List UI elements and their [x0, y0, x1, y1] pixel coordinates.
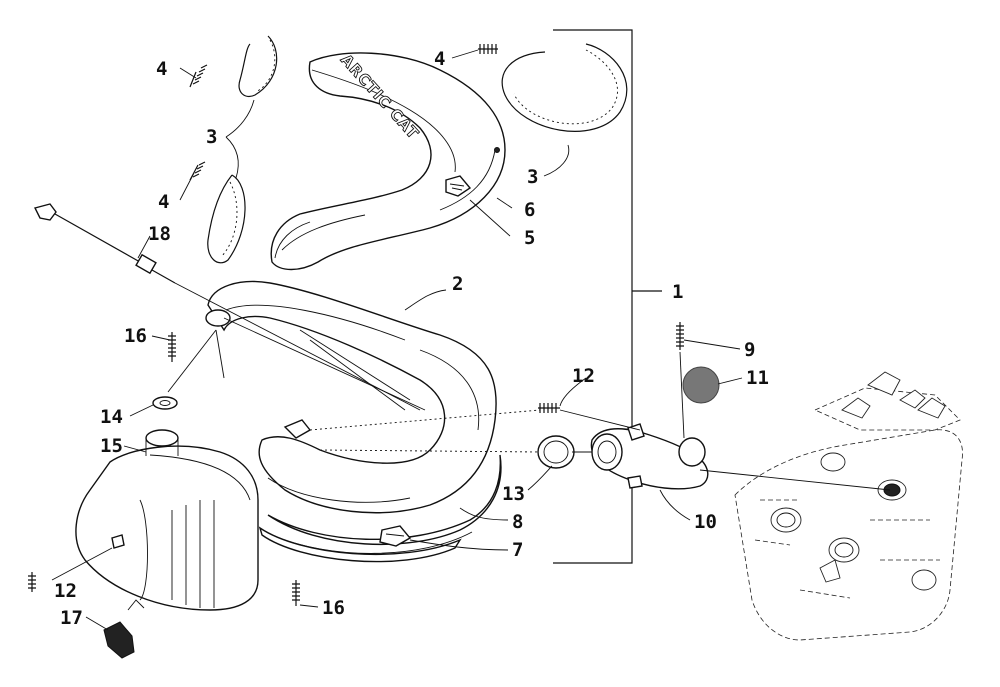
callout-1: 1 [672, 281, 683, 303]
expansion-chamber [205, 280, 502, 563]
callout-12-left: 12 [54, 580, 77, 602]
callout-4-top-right: 4 [434, 48, 445, 70]
drain-plug [103, 599, 145, 659]
callout-4-top-left: 4 [156, 58, 167, 80]
assembly-bracket [553, 29, 662, 564]
callout-3-right: 3 [527, 166, 538, 188]
spring-16-upper [168, 332, 176, 362]
callout-13: 13 [502, 483, 525, 505]
spring-12-left [28, 572, 36, 592]
callout-17: 17 [60, 607, 83, 629]
exhaust-manifold-10 [590, 423, 709, 490]
heat-shield: ARCTIC CAT [270, 50, 506, 271]
callout-3-left: 3 [206, 126, 217, 148]
leader-lines [51, 49, 891, 631]
callout-5: 5 [524, 227, 535, 249]
muffler-canister [75, 396, 259, 611]
spring-12-center [538, 403, 560, 413]
callout-4-left: 4 [158, 191, 169, 213]
callout-16-upper: 16 [124, 325, 147, 347]
spring-9 [676, 322, 684, 350]
retaining-strap-upper-left [238, 35, 278, 98]
spring-16-lower [292, 580, 300, 606]
seal-11 [682, 366, 720, 404]
flange-ring-13 [537, 435, 575, 469]
callout-15: 15 [100, 435, 123, 457]
callout-labels: 1 2 3 3 4 4 4 5 6 7 8 9 10 11 12 12 13 1… [54, 48, 769, 629]
springs-item-4 [189, 44, 498, 181]
callout-6: 6 [524, 199, 535, 221]
retaining-strap-right [501, 43, 628, 132]
callout-10: 10 [694, 511, 717, 533]
callout-2: 2 [452, 273, 463, 295]
callout-7: 7 [512, 539, 523, 561]
engine-block [734, 371, 963, 641]
callout-9: 9 [744, 339, 755, 361]
callout-11: 11 [746, 367, 769, 389]
callout-18: 18 [148, 223, 171, 245]
callout-8: 8 [512, 511, 523, 533]
callout-16-lower: 16 [322, 597, 345, 619]
callout-14: 14 [100, 406, 123, 428]
callout-12-center: 12 [572, 365, 595, 387]
retaining-strap-lower-left [207, 174, 246, 264]
